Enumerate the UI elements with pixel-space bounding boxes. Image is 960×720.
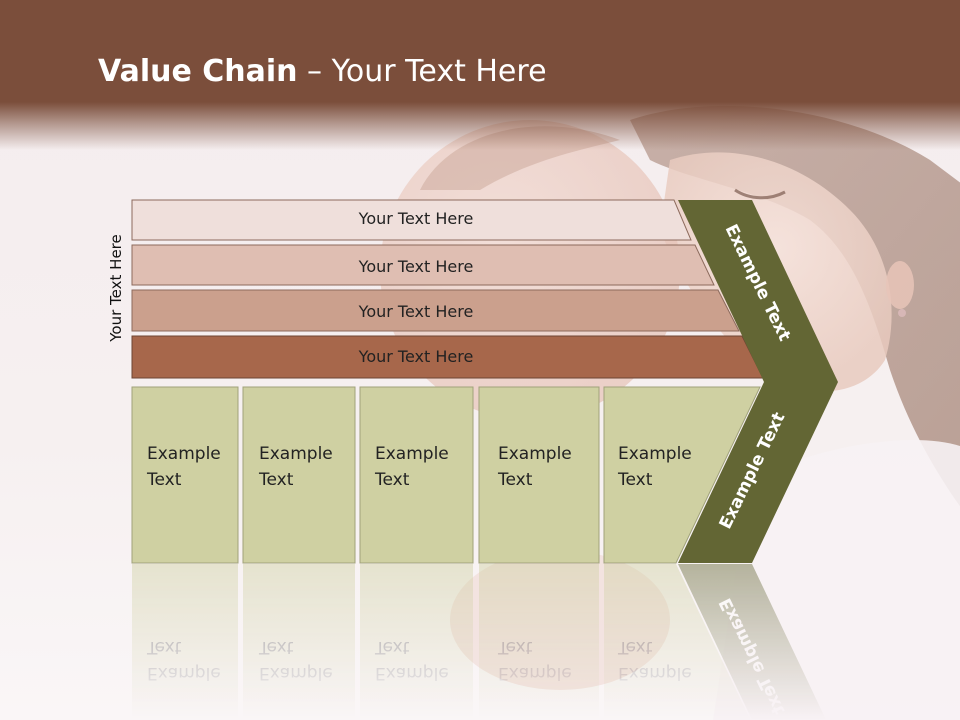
title-rest: – Your Text Here — [297, 54, 547, 89]
box-5-line2: Text — [617, 470, 653, 490]
bar-3-label: Your Text Here — [358, 302, 474, 321]
box-3-line1: Example — [375, 444, 449, 464]
box-1-line1: Example — [147, 444, 221, 464]
box-5-shape — [603, 386, 761, 564]
reflection-box-2-line2: Text — [258, 637, 294, 657]
box-2-line2: Text — [258, 470, 294, 490]
bar-3: Your Text Here — [131, 289, 740, 332]
box-2: Example Text — [242, 386, 356, 564]
box-2-line1: Example — [259, 444, 333, 464]
box-3: Example Text — [359, 386, 474, 564]
reflection: Example Text Example Text Example Text E… — [132, 564, 827, 720]
bar-1-shape — [131, 199, 692, 241]
reflection-box-3-line2: Text — [374, 637, 410, 657]
reflection-box-2-line1: Example — [259, 663, 333, 683]
reflection-box-5-line2: Text — [617, 637, 653, 657]
reflection-box-1-line1: Example — [147, 663, 221, 683]
bar-3-shape — [131, 289, 740, 332]
box-2-shape — [242, 386, 356, 564]
box-4-shape — [478, 386, 600, 564]
box-5-line1: Example — [618, 444, 692, 464]
page-title: Value Chain – Your Text Here — [98, 54, 547, 89]
reflection-box-5-line1: Example — [618, 663, 692, 683]
reflection-box-3-line1: Example — [375, 663, 449, 683]
box-4-line2: Text — [497, 470, 533, 490]
reflection-box-4-line2: Text — [497, 637, 533, 657]
bar-2-shape — [131, 244, 715, 286]
bar-1-label: Your Text Here — [358, 209, 474, 228]
box-4: Example Text — [478, 386, 600, 564]
chevron-shape — [678, 200, 838, 563]
box-3-line2: Text — [374, 470, 410, 490]
title-bold: Value Chain — [98, 54, 298, 89]
bar-2-label: Your Text Here — [358, 257, 474, 276]
box-1-line2: Text — [146, 470, 182, 490]
header-banner — [0, 0, 960, 150]
bar-4-label: Your Text Here — [358, 347, 474, 366]
box-3-shape — [359, 386, 474, 564]
box-5: Example Text — [603, 386, 761, 564]
box-1: Example Text — [131, 386, 239, 564]
box-4-line1: Example — [498, 444, 572, 464]
bar-2: Your Text Here — [131, 244, 715, 286]
box-1-shape — [131, 386, 239, 564]
reflection-box-1-line2: Text — [146, 637, 182, 657]
bar-4: Your Text Here — [131, 335, 764, 379]
bar-1: Your Text Here — [131, 199, 692, 241]
reflection-box-4-line1: Example — [498, 663, 572, 683]
